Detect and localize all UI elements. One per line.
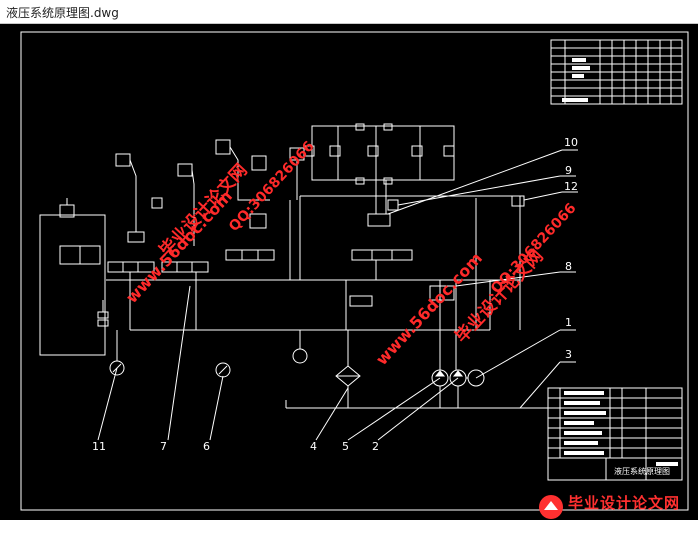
drawing-canvas[interactable]: 1 2 3 4 5 6 7 8 9 10 11 12 液压系统原理图 www.5…: [0, 24, 698, 531]
directional-valve-3: [225, 249, 275, 261]
logo-emblem-icon: [539, 495, 563, 519]
directional-valve-main: [351, 249, 413, 261]
part-label-9: 9: [565, 164, 572, 177]
part-label-6: 6: [203, 440, 210, 453]
window-title: 液压系统原理图.dwg: [6, 6, 119, 20]
part-label-8: 8: [565, 260, 572, 273]
part-label-2: 2: [372, 440, 379, 453]
pressure-gauge: [292, 348, 308, 364]
window-titlebar: 液压系统原理图.dwg: [0, 0, 698, 24]
valve-12: [511, 195, 525, 207]
drawing-border: [20, 31, 689, 511]
cylinder-block: [311, 125, 455, 181]
part-label-4: 4: [310, 440, 317, 453]
title-block-name: 液压系统原理图: [614, 466, 670, 476]
part-label-1: 1: [565, 316, 572, 329]
part-label-12: 12: [564, 180, 578, 193]
part-label-10: 10: [564, 136, 578, 149]
valve-8: [429, 285, 455, 301]
left-circuit-frame: [39, 214, 106, 356]
valve-10: [367, 213, 391, 227]
logo-name: 毕业设计论文网: [568, 494, 681, 512]
relief-valve: [349, 295, 373, 307]
part-label-7: 7: [160, 440, 167, 453]
valve-9: [387, 199, 399, 211]
directional-valve-2: [161, 261, 209, 273]
site-logo: 毕业设计论文网 www.56doc.com: [538, 490, 696, 540]
part-label-3: 3: [565, 348, 572, 361]
title-block: [547, 387, 683, 481]
hydraulic-schematic: 1 2 3 4 5 6 7 8 9 10 11 12 液压系统原理图: [20, 31, 689, 511]
directional-valve-1: [107, 261, 155, 273]
part-label-5: 5: [342, 440, 349, 453]
part-label-11: 11: [92, 440, 106, 453]
